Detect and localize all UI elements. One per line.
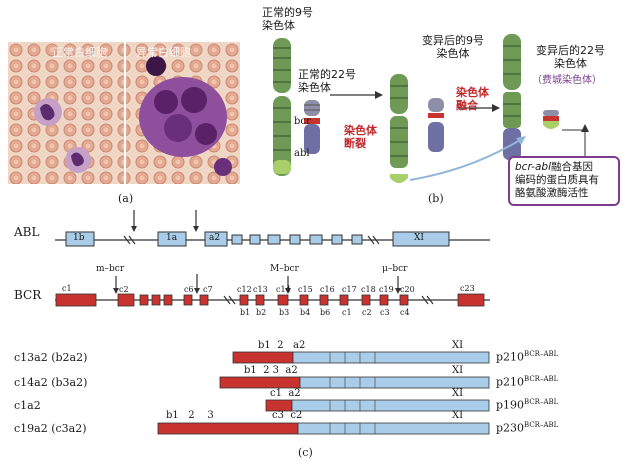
bcr-exon-label: c16 xyxy=(320,285,335,294)
fusion-label: 染色体 融合 xyxy=(456,86,489,112)
bcr-sub-label: c2 xyxy=(362,308,372,317)
bcr-exon-label: c1 xyxy=(62,284,72,293)
broken-chr22 xyxy=(428,98,444,152)
transcript-sub-exons: c3 c2 xyxy=(272,410,303,421)
bcr-region-mu: μ–bcr xyxy=(382,264,408,274)
break-label: 染色体 断裂 xyxy=(344,124,377,150)
mutated-chr22-label: 变异后的22号 染色体 xyxy=(536,44,605,70)
abnormal-wbc-label: 异常白细胞 xyxy=(136,46,191,59)
normal-chr9-label: 正常的9号 染色体 xyxy=(262,6,313,32)
panel-a: 正常白细胞 异常白细胞 xyxy=(8,42,240,184)
transcript-protein: p190BCR–ABL xyxy=(496,398,558,412)
bcr-sub-label: c3 xyxy=(380,308,390,317)
transcript-end: XI xyxy=(452,340,464,351)
transcript-name: c1a2 xyxy=(14,399,41,412)
bcr-sub-label: b3 xyxy=(279,308,290,317)
transcript-exons: c1 a2 xyxy=(270,388,301,399)
bcr-exon-label: c15 xyxy=(298,285,313,294)
normal-chr22-label: 正常的22号 染色体 xyxy=(298,68,356,94)
bcr-exon-label: c20 xyxy=(400,285,415,294)
caption-c: (c) xyxy=(298,446,313,459)
callout-text: 融合基因 编码的蛋白质具有 酪氨酸激酶活性 xyxy=(515,161,599,199)
transcript-end: XI xyxy=(452,388,464,399)
abl-exon-label-1b: 1b xyxy=(73,233,85,243)
normal-wbc-label: 正常白细胞 xyxy=(52,46,107,59)
bcr-exon-label: c19 xyxy=(379,285,394,294)
transcript-protein: p210BCR–ABL xyxy=(496,375,558,389)
bcr-exon-label: c23 xyxy=(460,284,475,293)
bcr-exon-label: c12 xyxy=(237,285,252,294)
caption-b: (b) xyxy=(428,192,444,205)
protein-name: p210 xyxy=(496,350,525,364)
protein-name: p190 xyxy=(496,398,525,412)
bcr-exon-label: c13 xyxy=(253,285,268,294)
bcr-sub-label: c1 xyxy=(342,308,352,317)
broken-chr9 xyxy=(390,74,408,183)
bcr-sub-label: b1 xyxy=(240,308,251,317)
abl-exon-1b xyxy=(65,231,95,247)
abl-gene-label: ABL xyxy=(14,225,40,239)
mutated-chr9-label: 变异后的9号 染色体 xyxy=(422,34,484,60)
bcr-exon-label: c14 xyxy=(276,285,291,294)
protein-name: p230 xyxy=(496,421,525,435)
protein-sup: BCR–ABL xyxy=(524,375,559,383)
abl-exon-label-a2: a2 xyxy=(209,233,221,243)
transcript-protein: p230BCR–ABL xyxy=(496,421,558,435)
philadelphia-chromosome xyxy=(543,110,559,129)
bcr-exon-label: c17 xyxy=(342,285,357,294)
caption-a: (a) xyxy=(118,192,134,205)
transcript-exons: b1 2 3 a2 xyxy=(244,365,298,376)
bcr-region-M: M–bcr xyxy=(270,264,299,274)
bcr-gene-label: BCR xyxy=(14,288,42,302)
abl-label: abl xyxy=(294,148,310,159)
blood-smear-images xyxy=(8,42,240,184)
fusion-gene-callout: bcr-abl融合基因 编码的蛋白质具有 酪氨酸激酶活性 xyxy=(508,156,620,206)
callout-gene: bcr-abl xyxy=(515,161,551,173)
bcr-label: bcr xyxy=(294,116,311,127)
bcr-exon-label: c6 xyxy=(184,285,194,294)
transcript-exons: b1 2 3 xyxy=(166,410,214,421)
abl-exon-1a xyxy=(157,231,187,247)
transcript-end: XI xyxy=(452,365,464,376)
abl-exon-a2 xyxy=(204,231,228,247)
protein-sup: BCR–ABL xyxy=(524,421,559,429)
bcr-sub-label: b4 xyxy=(300,308,311,317)
abl-exon-xi xyxy=(392,231,450,247)
philadelphia-label: （费城染色体） xyxy=(532,75,602,86)
abl-exon-label-1a: 1a xyxy=(166,233,178,243)
bcr-sub-label: b2 xyxy=(256,308,267,317)
normal-chr9 xyxy=(273,38,291,176)
bcr-exon-label: c2 xyxy=(119,285,129,294)
bcr-region-m: m–bcr xyxy=(96,264,125,274)
bcr-exon-label: c18 xyxy=(361,285,376,294)
protein-sup: BCR–ABL xyxy=(524,350,559,358)
transcript-name: c14a2 (b3a2) xyxy=(14,376,88,389)
bcr-sub-label: c4 xyxy=(400,308,410,317)
transcript-protein: p210BCR–ABL xyxy=(496,350,558,364)
transcript-name: c13a2 (b2a2) xyxy=(14,351,88,364)
transcript-end: XI xyxy=(452,410,464,421)
protein-sup: BCR–ABL xyxy=(524,398,559,406)
normal-chr22 xyxy=(304,100,320,154)
bcr-sub-label: b6 xyxy=(320,308,331,317)
protein-name: p210 xyxy=(496,375,525,389)
abl-exon-label-xi: XI xyxy=(414,233,424,243)
transcript-name: c19a2 (c3a2) xyxy=(14,422,87,435)
bcr-exon-label: c7 xyxy=(203,285,213,294)
transcript-exons: b1 2 a2 xyxy=(258,340,306,351)
